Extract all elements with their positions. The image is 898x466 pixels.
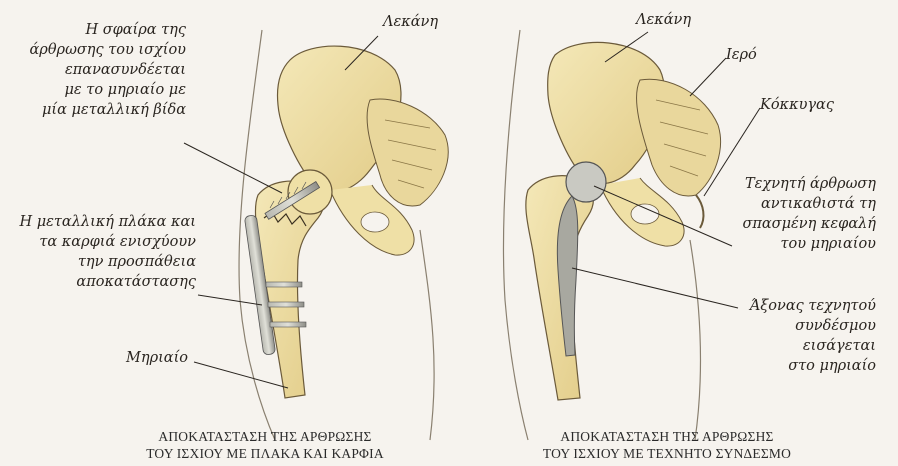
right-pelvis-label: Λεκάνη — [636, 10, 691, 30]
right-stem-leader — [572, 268, 738, 308]
left-screw-label: Η σφαίρα της άρθρωσης του ισχίου επανασυ… — [30, 20, 186, 120]
left-femur-leader — [194, 362, 288, 388]
left-sacrum — [367, 99, 448, 206]
left-femur-label: Μηριαίο — [126, 348, 188, 368]
right-joint-label: Τεχνητή άρθρωση αντικαθιστά τη σπασμένη … — [742, 174, 876, 254]
left-nail-1 — [266, 282, 302, 287]
left-hip-illustration — [184, 30, 448, 440]
right-caption: ΑΠΟΚΑΤΑΣΤΑΣΗ ΤΗΣ ΑΡΘΡΩΣΗΣ ΤΟΥ ΙΣΧΙΟΥ ΜΕ … — [502, 428, 832, 462]
right-body-outline-inner — [690, 240, 700, 440]
right-sacrum — [637, 79, 721, 196]
left-nail-2 — [268, 302, 304, 307]
left-caption: ΑΠΟΚΑΤΑΣΤΑΣΗ ΤΗΣ ΑΡΘΡΩΣΗΣ ΤΟΥ ΙΣΧΙΟΥ ΜΕ … — [105, 428, 425, 462]
left-pelvis-label: Λεκάνη — [383, 12, 438, 32]
left-body-outline-inner — [420, 230, 434, 440]
left-plate-label: Η μεταλλική πλάκα και τα καρφιά ενισχύου… — [19, 212, 196, 292]
left-nail-3 — [270, 322, 306, 327]
left-plate-leader — [198, 295, 262, 305]
right-stem-label: Άξονας τεχνητού συνδέσμου εισάγεται στο … — [750, 296, 876, 376]
left-screw-leader — [184, 143, 282, 193]
right-hip-illustration — [503, 30, 760, 440]
right-body-outline — [503, 30, 528, 440]
right-sacrum-leader — [690, 58, 726, 96]
right-coccyx — [696, 195, 703, 228]
right-sacrum-label: Ιερό — [726, 45, 757, 65]
right-coccyx-label: Κόκκυγας — [760, 95, 834, 115]
